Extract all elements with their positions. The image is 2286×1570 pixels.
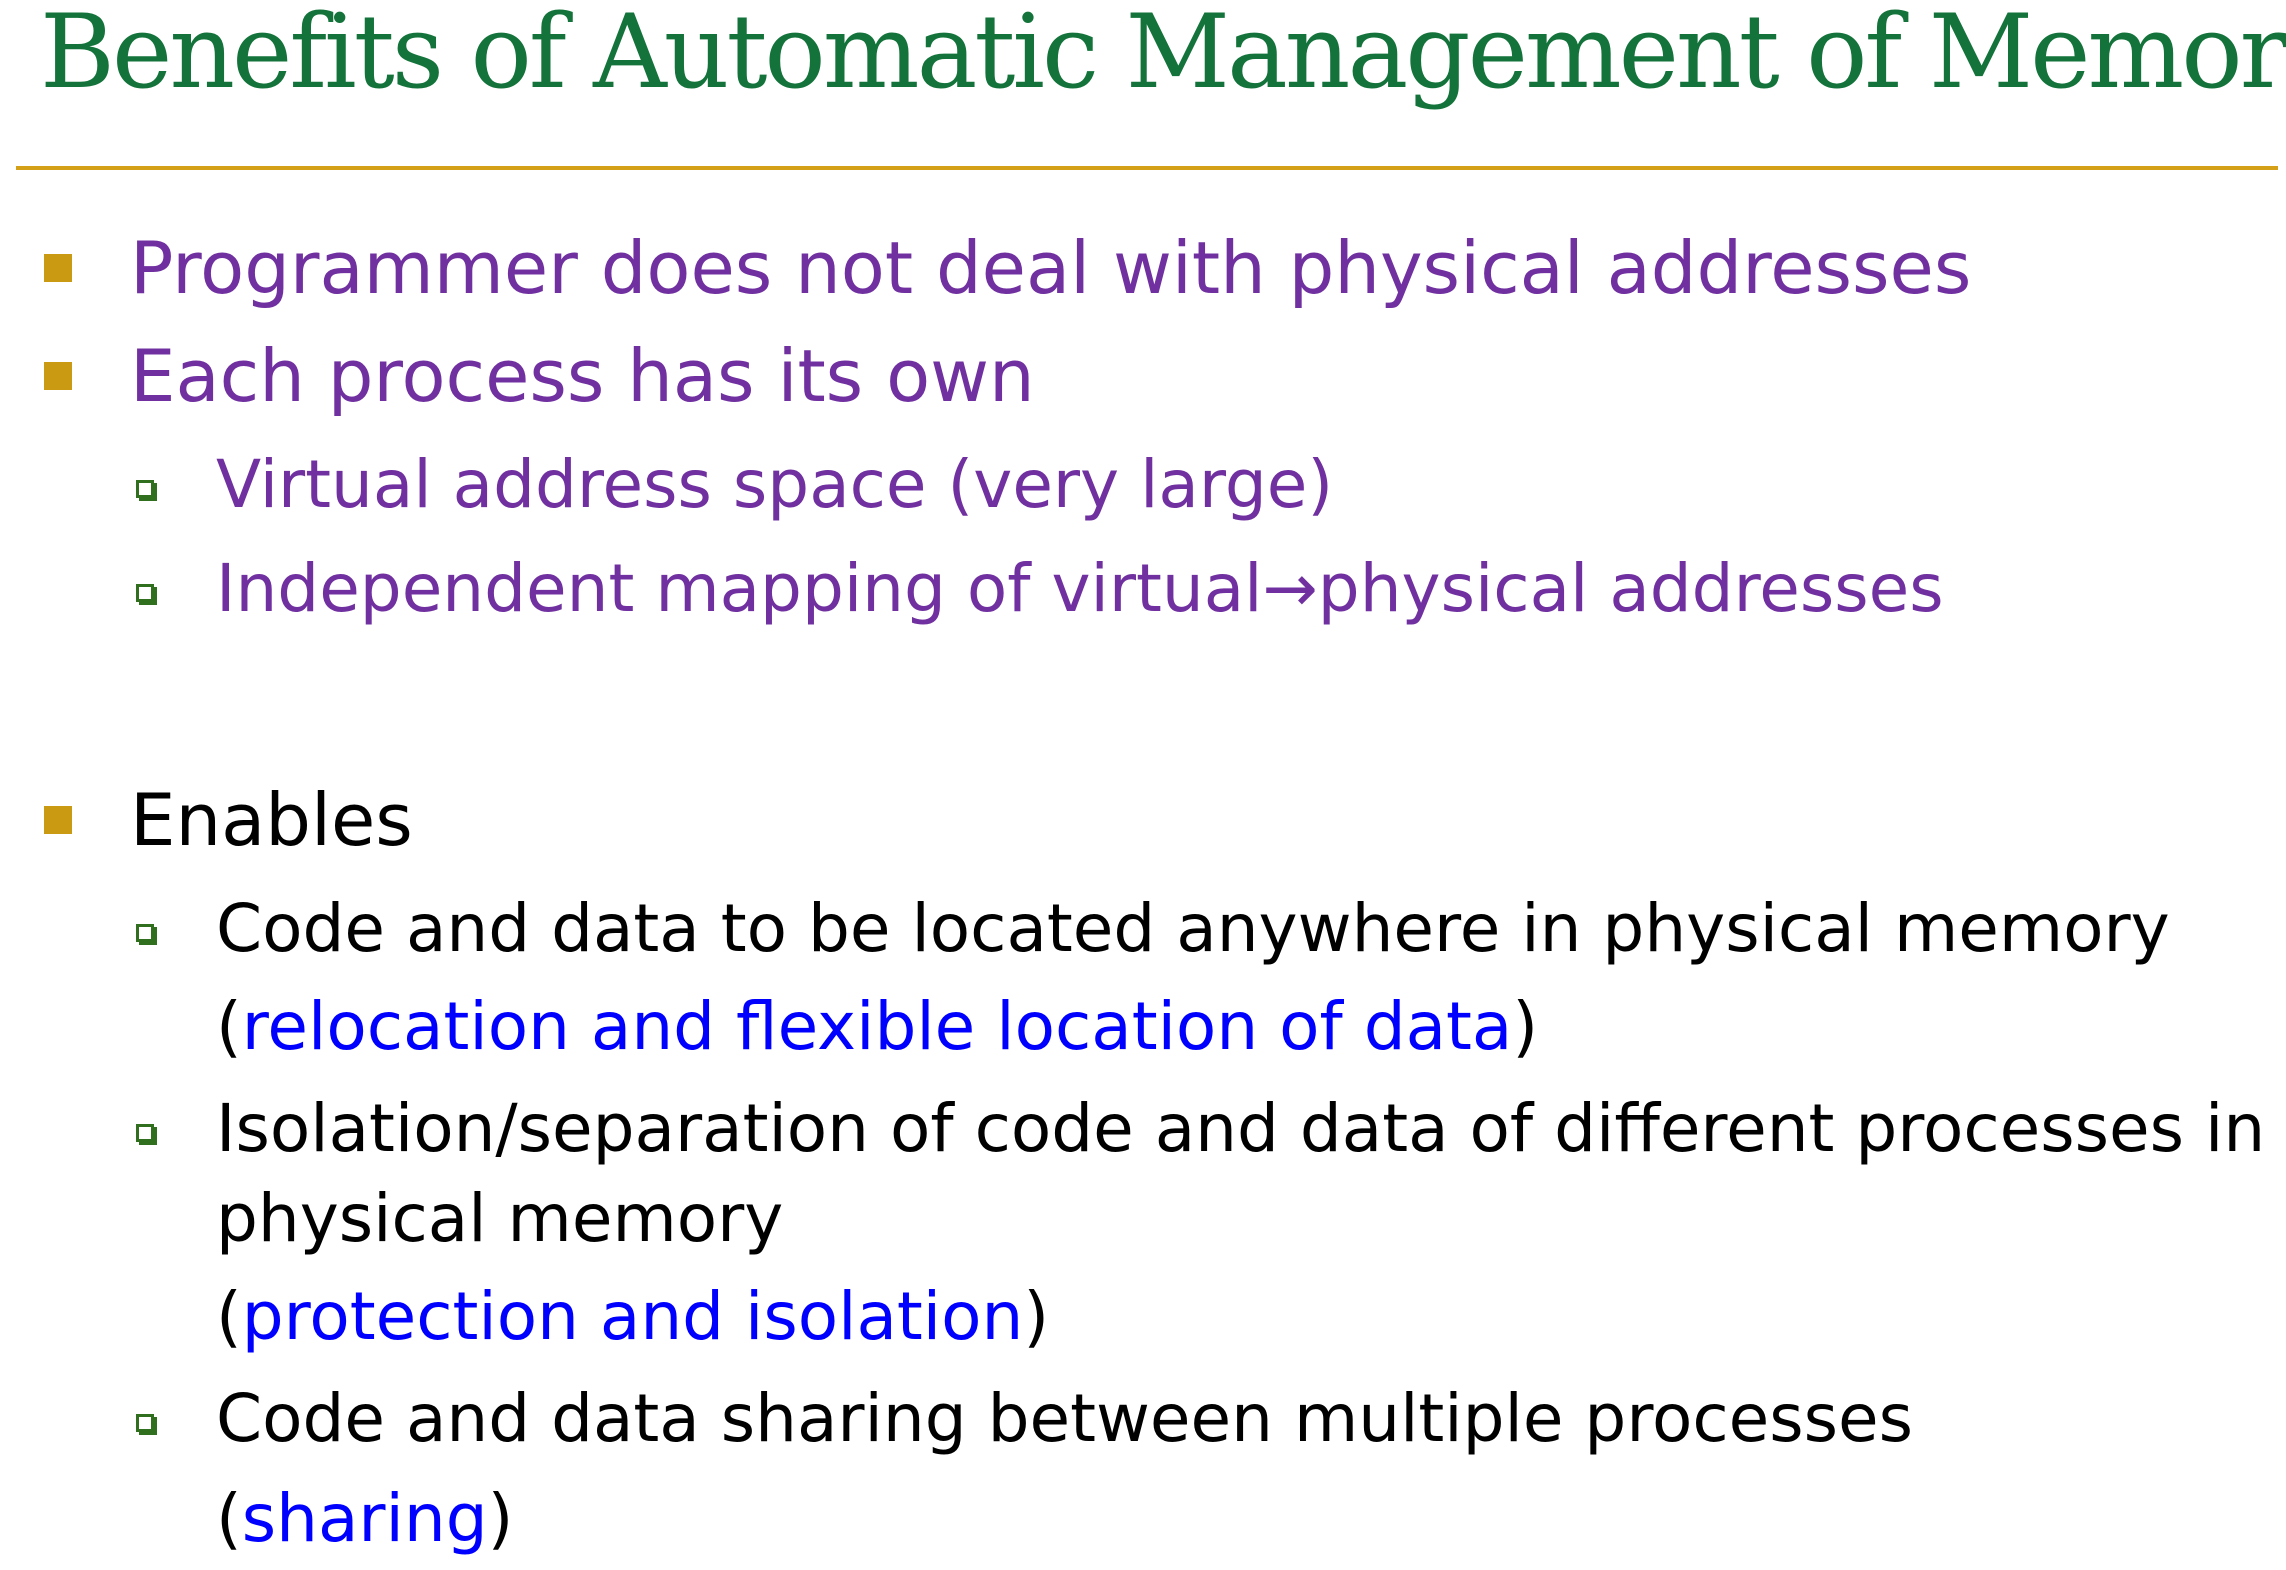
paren-open: ( xyxy=(216,988,242,1065)
sub-bullet-text: physical memory xyxy=(216,1180,784,1257)
sub-bullet-text: Code and data sharing between multiple p… xyxy=(216,1380,1914,1457)
hollow-square-bullet-icon xyxy=(136,584,154,602)
note-line: (relocation and flexible location of dat… xyxy=(216,994,1538,1060)
paren-open: ( xyxy=(216,1278,242,1355)
paren-close: ) xyxy=(487,1480,514,1557)
sub-bullet-text: Independent mapping of virtual→physical … xyxy=(216,550,1944,627)
sub-bullet-text: Code and data to be located anywhere in … xyxy=(216,890,2170,967)
sub-bullet-text: Isolation/separation of code and data of… xyxy=(216,1090,2266,1167)
paren-close: ) xyxy=(1023,1278,1050,1355)
note-line: (protection and isolation) xyxy=(216,1284,1049,1350)
square-bullet-icon xyxy=(44,254,72,282)
bullet-text: Enables xyxy=(130,778,413,862)
square-bullet-icon xyxy=(44,806,72,834)
paren-open: ( xyxy=(216,1480,242,1557)
note-text: relocation and flexible location of data xyxy=(241,988,1513,1065)
slide-title: Benefits of Automatic Management of Memo… xyxy=(40,0,2286,112)
bullet-text: Programmer does not deal with physical a… xyxy=(130,226,1972,310)
square-bullet-icon xyxy=(44,362,72,390)
hollow-square-bullet-icon xyxy=(136,480,154,498)
note-line: (sharing) xyxy=(216,1486,513,1552)
note-text: protection and isolation xyxy=(241,1278,1024,1355)
title-divider xyxy=(16,166,2278,170)
sub-bullet-text: Virtual address space (very large) xyxy=(216,446,1334,523)
note-text: sharing xyxy=(241,1480,488,1557)
paren-close: ) xyxy=(1512,988,1539,1065)
bullet-text: Each process has its own xyxy=(130,334,1035,418)
hollow-square-bullet-icon xyxy=(136,924,154,942)
hollow-square-bullet-icon xyxy=(136,1124,154,1142)
hollow-square-bullet-icon xyxy=(136,1414,154,1432)
